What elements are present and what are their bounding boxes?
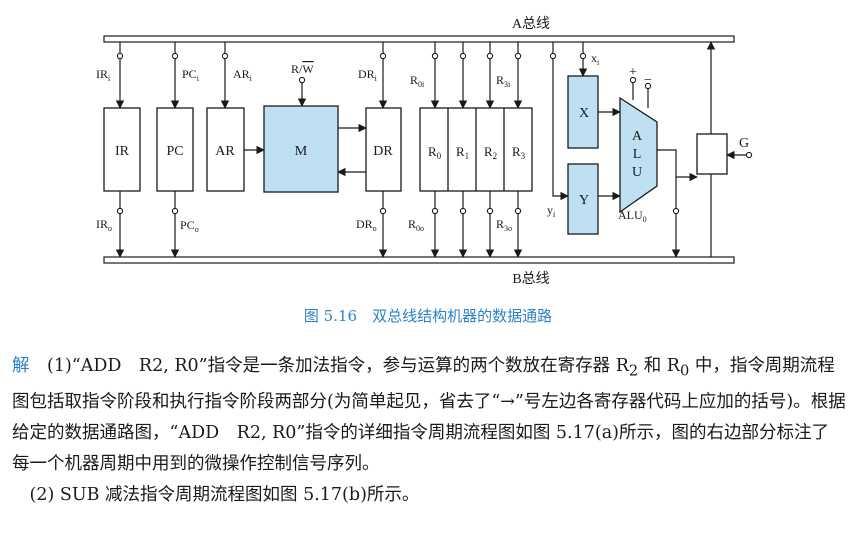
y-in-signal: yi — [547, 203, 556, 219]
answer-paragraph-2: (2) SUB 减法指令周期流程图如图 5.17(b)所示。 — [29, 484, 420, 505]
dr-out-signal: DRo — [356, 217, 377, 233]
figure-caption: 图 5.16 双总线结构机器的数据通路 — [303, 307, 553, 325]
r1-label: R1 — [456, 144, 469, 161]
g-label: G — [739, 136, 749, 151]
answer-paragraph-1: 解 (1)“ADD R2, R0”指令是一条加法指令，参与运算的两个数放在寄存器… — [12, 351, 846, 480]
p1-c: 中，指令周期流程图包括取指令阶段和执行指令阶段两部分(为简单起见，省去了“→”号… — [12, 356, 846, 474]
bus-b-label: B总线 — [512, 271, 549, 287]
datapath-diagram: A总线 B总线 — [96, 16, 753, 287]
answer-marker: 解 — [12, 356, 30, 376]
r0-in-signal: R0i — [410, 73, 425, 89]
alu-label-l: L — [633, 147, 642, 162]
pc-out-signal: PCo — [180, 218, 199, 234]
p1-sub-1: 2 — [628, 362, 639, 380]
x-register — [567, 75, 599, 149]
ar-register — [206, 107, 245, 192]
ar-label: AR — [215, 144, 235, 159]
dr-in-signal: DRi — [358, 67, 378, 83]
ar-in-signal: ARi — [233, 67, 253, 83]
ir-out-signal: IRo — [96, 217, 112, 233]
minus-signal: − — [644, 73, 652, 88]
p1-sub-2: 0 — [679, 362, 690, 380]
x-label: X — [579, 106, 589, 121]
ir-register — [103, 107, 141, 192]
dr-register — [365, 107, 402, 192]
bus-a — [103, 35, 735, 43]
alu-label-a: A — [632, 129, 643, 144]
bus-b — [103, 256, 735, 264]
p1-a: (1)“ADD R2, R0”指令是一条加法指令，参与运算的两个数放在寄存器 R — [29, 356, 629, 376]
r3-out-signal: R3o — [496, 217, 512, 233]
pc-in-signal: PCi — [182, 67, 200, 83]
r2-label: R2 — [484, 144, 497, 161]
bus-a-label: A总线 — [512, 16, 550, 32]
r0-out-signal: R0o — [408, 217, 424, 233]
alu-label-u: U — [632, 165, 642, 180]
m-label: M — [295, 144, 308, 159]
x-in-signal: xi — [591, 51, 600, 67]
alu-out-signal: ALU0 — [618, 208, 647, 224]
memory-m — [263, 105, 339, 193]
y-register — [567, 163, 599, 235]
r0-label: R0 — [428, 144, 442, 161]
answer-text: 解 (1)“ADD R2, R0”指令是一条加法指令，参与运算的两个数放在寄存器… — [12, 351, 846, 511]
ir-label: IR — [115, 144, 130, 159]
p1-b: 和 R — [638, 356, 680, 376]
y-label: Y — [579, 193, 589, 208]
dr-label: DR — [373, 144, 393, 159]
pc-label: PC — [166, 144, 183, 159]
plus-signal: + — [629, 65, 637, 80]
pc-register — [156, 107, 194, 192]
ir-in-signal: IRi — [96, 67, 111, 83]
r3-label: R3 — [512, 144, 526, 161]
g-gate — [696, 133, 728, 175]
r3-in-signal: R3i — [496, 73, 511, 89]
rw-signal: R/W — [291, 62, 314, 76]
alu-unit — [619, 96, 658, 214]
